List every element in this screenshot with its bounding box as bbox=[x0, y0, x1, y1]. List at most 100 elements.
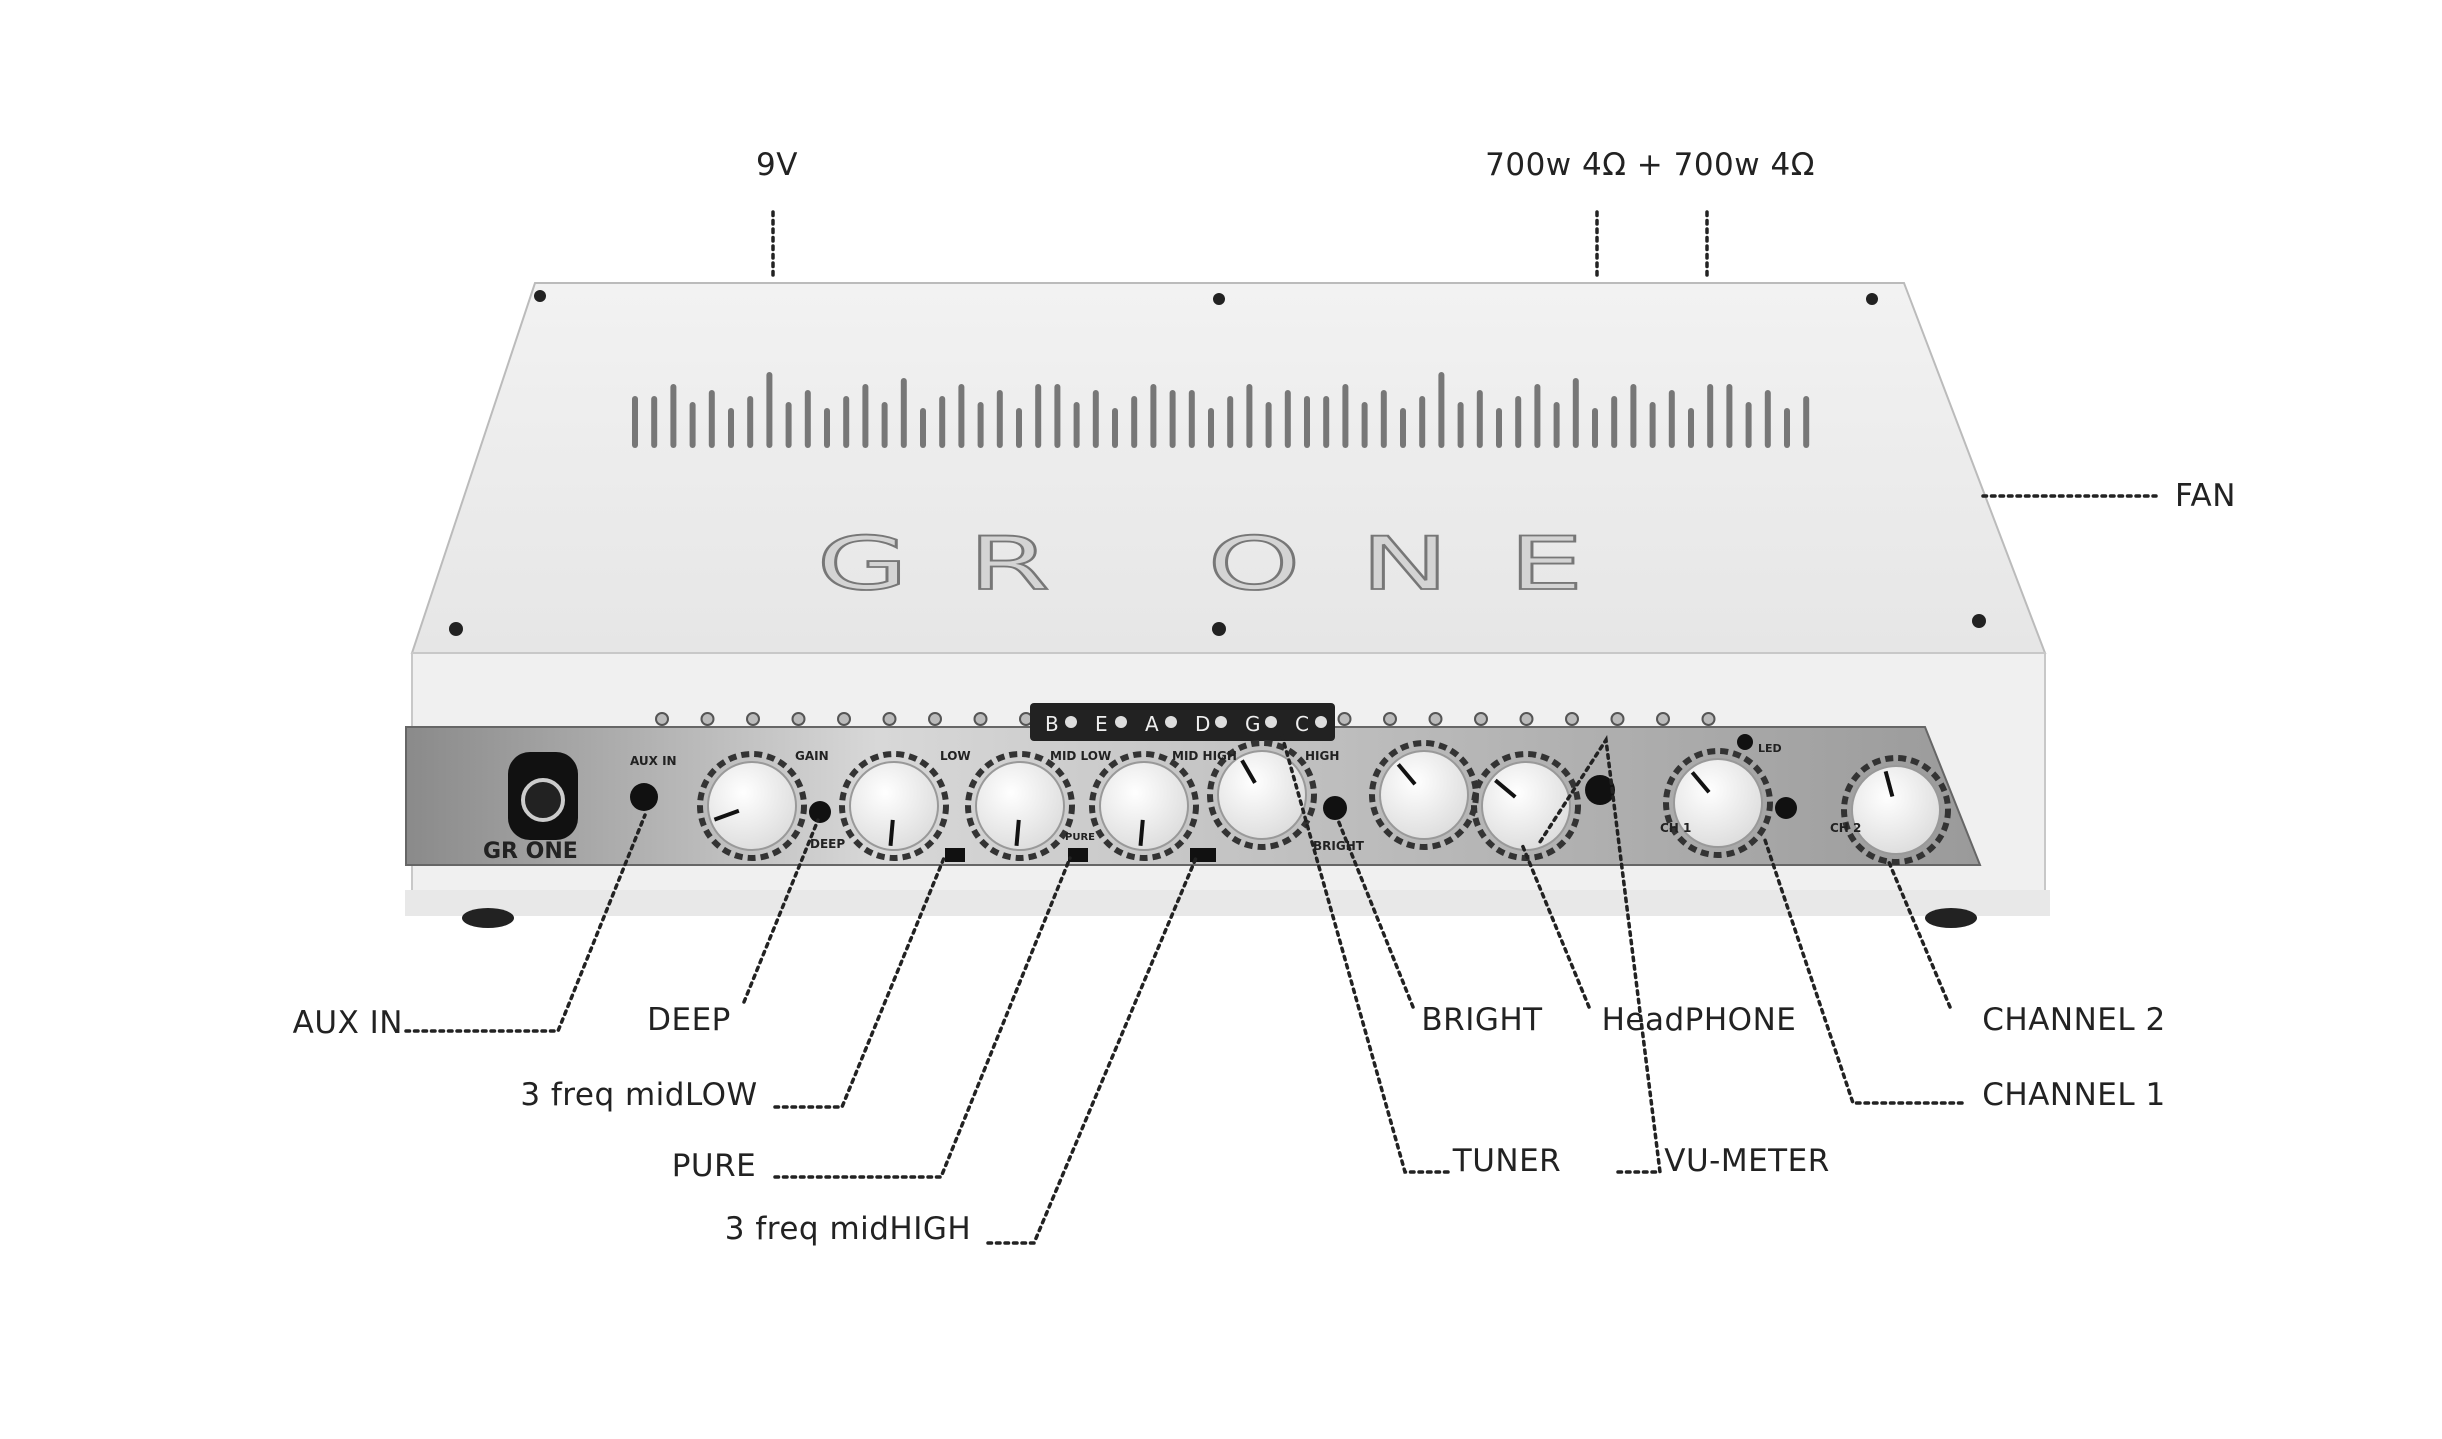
tuner-led bbox=[1315, 716, 1327, 728]
vent-slot bbox=[824, 408, 830, 448]
vent-slot bbox=[1688, 408, 1694, 448]
vu-led bbox=[928, 712, 942, 726]
vent-slot bbox=[881, 402, 888, 448]
tuner-led bbox=[1065, 716, 1077, 728]
vent-slot bbox=[1131, 396, 1138, 448]
gain-knob[interactable] bbox=[697, 751, 807, 861]
vent-slot bbox=[1361, 402, 1368, 448]
panel-label-ch2: CH 2 bbox=[1830, 821, 1861, 835]
vent-slot bbox=[1784, 408, 1790, 448]
bright-button[interactable] bbox=[1323, 796, 1347, 820]
vent-slot bbox=[1188, 390, 1195, 448]
vent-slot bbox=[1726, 384, 1733, 448]
vent-slot bbox=[1630, 384, 1637, 448]
panel-label-gain: GAIN bbox=[795, 749, 829, 763]
vent-slot bbox=[1323, 396, 1330, 448]
mid-low-knob[interactable] bbox=[965, 751, 1075, 861]
vent-slot bbox=[843, 396, 850, 448]
channel-1-knob[interactable] bbox=[1663, 748, 1773, 858]
vent-slot bbox=[1208, 408, 1214, 448]
tuner-display bbox=[1030, 703, 1335, 741]
vent-slot bbox=[728, 408, 734, 448]
tuner-led bbox=[1215, 716, 1227, 728]
vent-slot bbox=[651, 396, 658, 448]
vu-led bbox=[1474, 712, 1488, 726]
callout-pure: PURE bbox=[671, 1148, 757, 1184]
vent-slot bbox=[1764, 390, 1771, 448]
vent-slot bbox=[785, 402, 792, 448]
vent-slot bbox=[1496, 408, 1502, 448]
vent-slot bbox=[1457, 402, 1464, 448]
vent-slot bbox=[747, 396, 754, 448]
tuner-string-label: B bbox=[1045, 712, 1059, 736]
screws bbox=[449, 290, 1986, 636]
vent-slot bbox=[1668, 390, 1675, 448]
vent-slot bbox=[1035, 384, 1042, 448]
vent-slot bbox=[958, 384, 965, 448]
vent-slot bbox=[1150, 384, 1157, 448]
panel-label-aux-in: AUX IN bbox=[630, 754, 677, 768]
tuner-string-label: A bbox=[1145, 712, 1159, 736]
pure-switch[interactable] bbox=[1068, 848, 1088, 862]
vent-slot bbox=[1284, 390, 1291, 448]
vent-slot bbox=[1054, 384, 1061, 448]
vent-slot bbox=[1304, 396, 1310, 448]
vent-slot bbox=[1707, 384, 1714, 448]
callout-fan: FAN bbox=[2175, 478, 2236, 514]
mid-low-switch[interactable] bbox=[945, 848, 965, 862]
vent-slot bbox=[1649, 402, 1656, 448]
vent-slot bbox=[977, 402, 984, 448]
led-indicator bbox=[1737, 734, 1753, 750]
callout-channel-2: CHANNEL 2 bbox=[1982, 1002, 2166, 1038]
led-row bbox=[655, 712, 1716, 726]
headphone-jack[interactable] bbox=[1585, 775, 1615, 805]
vent-slot bbox=[1592, 408, 1598, 448]
panel-label-led: LED bbox=[1758, 742, 1782, 755]
panel-logo: GR ONE bbox=[483, 839, 578, 864]
tuner-led bbox=[1115, 716, 1127, 728]
vent-slot bbox=[862, 384, 869, 448]
vent-slot bbox=[708, 390, 715, 448]
lid-logo: GR ONE bbox=[817, 522, 1644, 607]
low-knob[interactable] bbox=[839, 751, 949, 861]
vent-slot bbox=[939, 396, 946, 448]
channel-2-knob[interactable] bbox=[1841, 755, 1951, 865]
vent-slot bbox=[804, 390, 811, 448]
mid-high-knob[interactable] bbox=[1089, 751, 1199, 861]
instrument-input-jack[interactable] bbox=[521, 778, 565, 822]
mute-button[interactable] bbox=[1775, 797, 1797, 819]
vent-slot bbox=[1227, 396, 1234, 448]
callout-bright: BRIGHT bbox=[1421, 1002, 1543, 1038]
callout-deep: DEEP bbox=[647, 1002, 731, 1038]
callout-9v: 9V bbox=[756, 147, 798, 183]
vent-slot bbox=[1611, 396, 1618, 448]
vent-slot bbox=[1572, 378, 1579, 448]
vent-slot bbox=[1246, 384, 1253, 448]
vent-slot bbox=[1534, 384, 1541, 448]
tuner-led bbox=[1265, 716, 1277, 728]
vent-slot bbox=[996, 390, 1003, 448]
vu-led bbox=[837, 712, 851, 726]
vent-slot bbox=[689, 402, 696, 448]
panel-label-low: LOW bbox=[940, 749, 971, 763]
tuner-string-label: G bbox=[1245, 712, 1261, 736]
deep-button[interactable] bbox=[809, 801, 831, 823]
callout-mid-high: 3 freq midHIGH bbox=[724, 1211, 972, 1247]
high-knob[interactable] bbox=[1207, 740, 1317, 850]
panel-label-ch1: CH 1 bbox=[1660, 821, 1691, 835]
panel-label-mid-low: MID LOW bbox=[1050, 749, 1111, 763]
tuner-string-label: D bbox=[1195, 712, 1210, 736]
vu-led bbox=[1519, 712, 1534, 726]
vent-slots bbox=[632, 372, 1810, 448]
callout-headphone: HeadPHONE bbox=[1601, 1002, 1797, 1038]
vent-slot bbox=[1342, 384, 1349, 448]
vu-led bbox=[1610, 712, 1625, 726]
vent-slot bbox=[1515, 396, 1522, 448]
foot-left bbox=[462, 908, 514, 928]
vent-slot bbox=[1438, 372, 1445, 448]
vu-led bbox=[700, 712, 715, 726]
aux-in-jack[interactable] bbox=[630, 783, 658, 811]
callout-channel-1: CHANNEL 1 bbox=[1982, 1077, 2166, 1113]
